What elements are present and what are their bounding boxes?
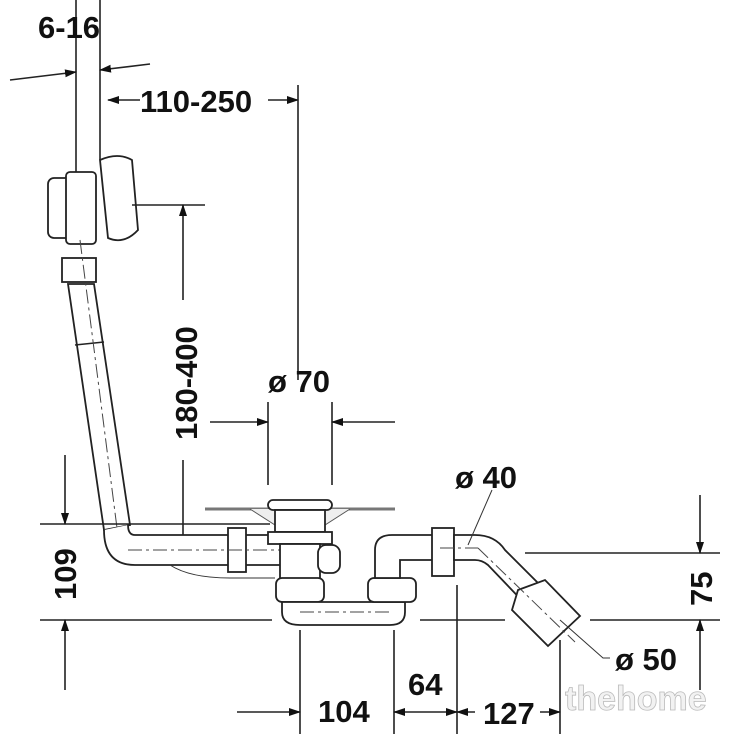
dim-o70: ø 70 [268, 364, 330, 399]
watermark: thehome [565, 680, 707, 718]
dim-110-250: 110-250 [140, 84, 252, 119]
overflow-offset-dimension: 110-250 [107, 84, 299, 380]
bottom-dimensions: 104 64 127 [237, 585, 561, 734]
wall-thickness-dimension: 6-16 [9, 0, 151, 180]
drain-trap [267, 499, 582, 648]
dim-o50: ø 50 [615, 642, 677, 677]
horizontal-pipe [103, 524, 290, 579]
dim-104: 104 [318, 694, 370, 729]
dim-64: 64 [408, 667, 443, 702]
dim-6-16: 6-16 [38, 10, 100, 45]
dim-127: 127 [483, 696, 535, 731]
drain-diameter-dimension: ø 70 [210, 364, 395, 485]
height-109-dimension: 109 [40, 455, 272, 690]
o50-leader [559, 619, 610, 659]
o40-leader [467, 489, 493, 546]
dim-75: 75 [684, 572, 719, 606]
dim-109: 109 [48, 548, 83, 600]
overflow-height-dimension: 180-400 [169, 204, 204, 551]
dim-o40: ø 40 [455, 460, 517, 495]
overflow-fitting [47, 155, 205, 532]
dim-180-400: 180-400 [169, 326, 204, 440]
height-75-dimension: 75 [420, 495, 720, 690]
